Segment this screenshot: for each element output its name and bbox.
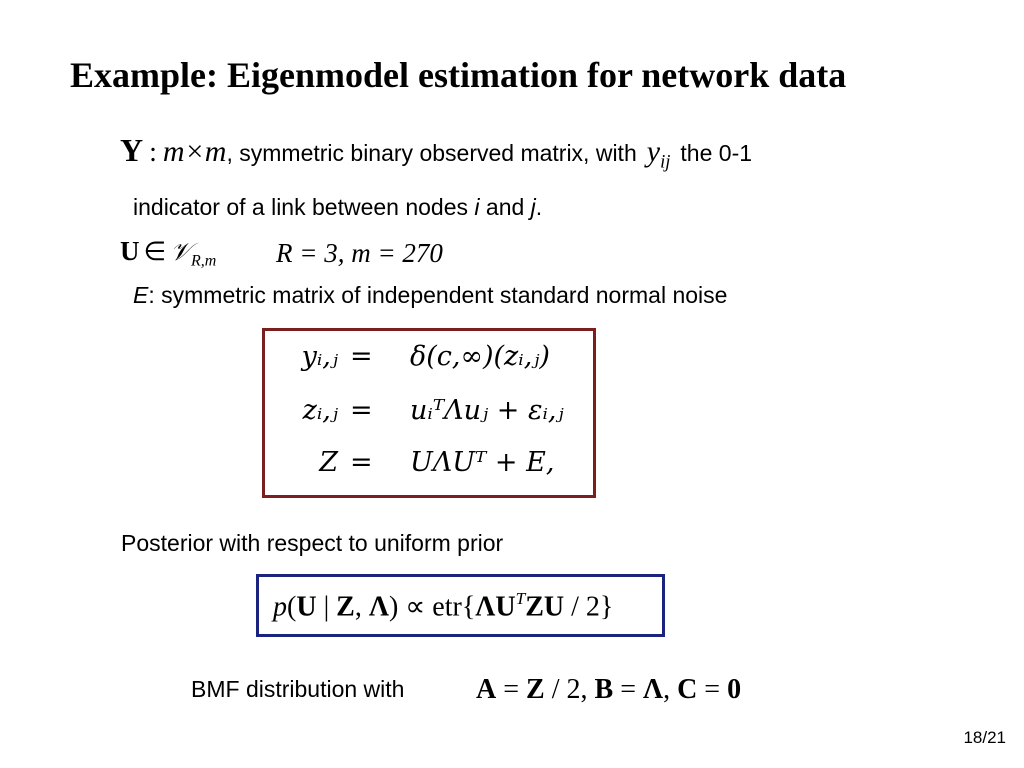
bmf-half: / 2, (544, 674, 595, 705)
definition-y-text: , symmetric binary observed matrix, with (226, 140, 637, 166)
bmf-formula: A = Z / 2, B = Λ, C = 0 (476, 674, 741, 706)
indicator-text-b: and (479, 194, 531, 220)
formula-div-two: / 2} (564, 591, 614, 623)
stiefel-subscript: R,m (190, 252, 217, 270)
equation-1-rhs: δ(c,∞)(zᵢ,ⱼ) (410, 341, 550, 372)
equation-3-equals: = (350, 447, 373, 478)
definition-y-line-2: indicator of a link between nodes i and … (133, 194, 542, 221)
formula-Z: Z (336, 591, 355, 623)
slide-title: Example: Eigenmodel estimation for netwo… (70, 55, 847, 95)
posterior-label: Posterior with respect to uniform prior (121, 530, 504, 556)
bmf-eq-1: = (496, 674, 527, 705)
equation-2-rhs: uᵢᵀΛuⱼ + εᵢ,ⱼ (410, 395, 564, 426)
node-j: j (530, 194, 536, 220)
formula-U: U (296, 591, 317, 623)
period: . (535, 194, 543, 220)
definition-y-text-2: the 0-1 (680, 140, 753, 166)
equation-1-lhs: yᵢ,ⱼ (301, 341, 338, 372)
matrix-U-symbol: U (120, 236, 140, 266)
definition-u-line: U∈𝒱R,m (120, 236, 216, 271)
equation-3-lhs: Z (319, 447, 338, 478)
dimension-m-by-m: m×m (162, 135, 227, 168)
model-equations-box: yᵢ,ⱼ = δ(c,∞)(zᵢ,ⱼ) zᵢ,ⱼ = uᵢᵀΛuⱼ + εᵢ,ⱼ… (262, 328, 596, 498)
equation-row-2: zᵢ,ⱼ = uᵢᵀΛuⱼ + εᵢ,ⱼ (265, 395, 593, 445)
node-i: i (474, 194, 480, 220)
parameter-values: R = 3, m = 270 (276, 238, 443, 268)
page-number: 18/21 (963, 728, 1006, 747)
bmf-A: A (476, 674, 497, 705)
equation-row-1: yᵢ,ⱼ = δ(c,∞)(zᵢ,ⱼ) (265, 341, 593, 391)
bmf-eq-2: = (613, 674, 643, 705)
equation-2-equals: = (350, 395, 373, 426)
bmf-label: BMF distribution with (191, 676, 405, 702)
ij-subscript: ij (660, 151, 671, 173)
y-ij-symbol: yij (646, 135, 671, 173)
definition-e-line: E: symmetric matrix of independent stand… (133, 282, 727, 309)
equation-1-equals: = (350, 341, 373, 372)
formula-comma: , (354, 591, 369, 623)
bmf-eq-3: = (697, 674, 728, 705)
formula-U-3: U (543, 591, 565, 623)
formula-close-paren: ) (388, 591, 399, 623)
equation-row-3: Z = UΛUᵀ + E, (265, 447, 593, 497)
formula-open-paren: ( (287, 591, 297, 623)
indicator-text-a: indicator of a link between nodes (133, 194, 475, 220)
bmf-Z: Z (526, 674, 545, 705)
formula-given-bar: | (316, 591, 337, 623)
formula-etr: etr{ (432, 591, 476, 623)
equation-2-lhs: zᵢ,ⱼ (302, 395, 338, 426)
equation-3-rhs: UΛUᵀ + E, (410, 447, 555, 478)
formula-Lambda-2: Λ (475, 591, 496, 623)
matrix-Y-symbol: Y (120, 132, 144, 168)
formula-Z-2: Z (525, 591, 544, 623)
formula-transpose: T (515, 589, 526, 608)
posterior-formula: p(U | Z, Λ) ∝ etr{ΛUTZU / 2} (273, 589, 613, 623)
posterior-formula-box: p(U | Z, Λ) ∝ etr{ΛUTZU / 2} (256, 574, 665, 637)
stiefel-manifold-symbol: 𝒱 (170, 237, 191, 266)
bmf-comma: , (663, 674, 678, 705)
formula-Lambda: Λ (368, 591, 389, 623)
colon-symbol: : (149, 137, 157, 168)
bmf-C: C (677, 674, 698, 705)
definition-e-text: : symmetric matrix of independent standa… (148, 282, 728, 308)
formula-p: p (273, 591, 287, 623)
bmf-zero: 0 (727, 674, 742, 705)
y-symbol: y (646, 135, 661, 168)
bmf-B: B (594, 674, 614, 705)
formula-proportional: ∝ (398, 591, 433, 623)
element-of-symbol: ∈ (143, 237, 167, 266)
definition-y-line: Y:m×m, symmetric binary observed matrix,… (120, 132, 752, 174)
matrix-E-symbol: E (133, 282, 149, 308)
bmf-Lambda: Λ (642, 674, 664, 705)
formula-U-2: U (495, 591, 516, 623)
